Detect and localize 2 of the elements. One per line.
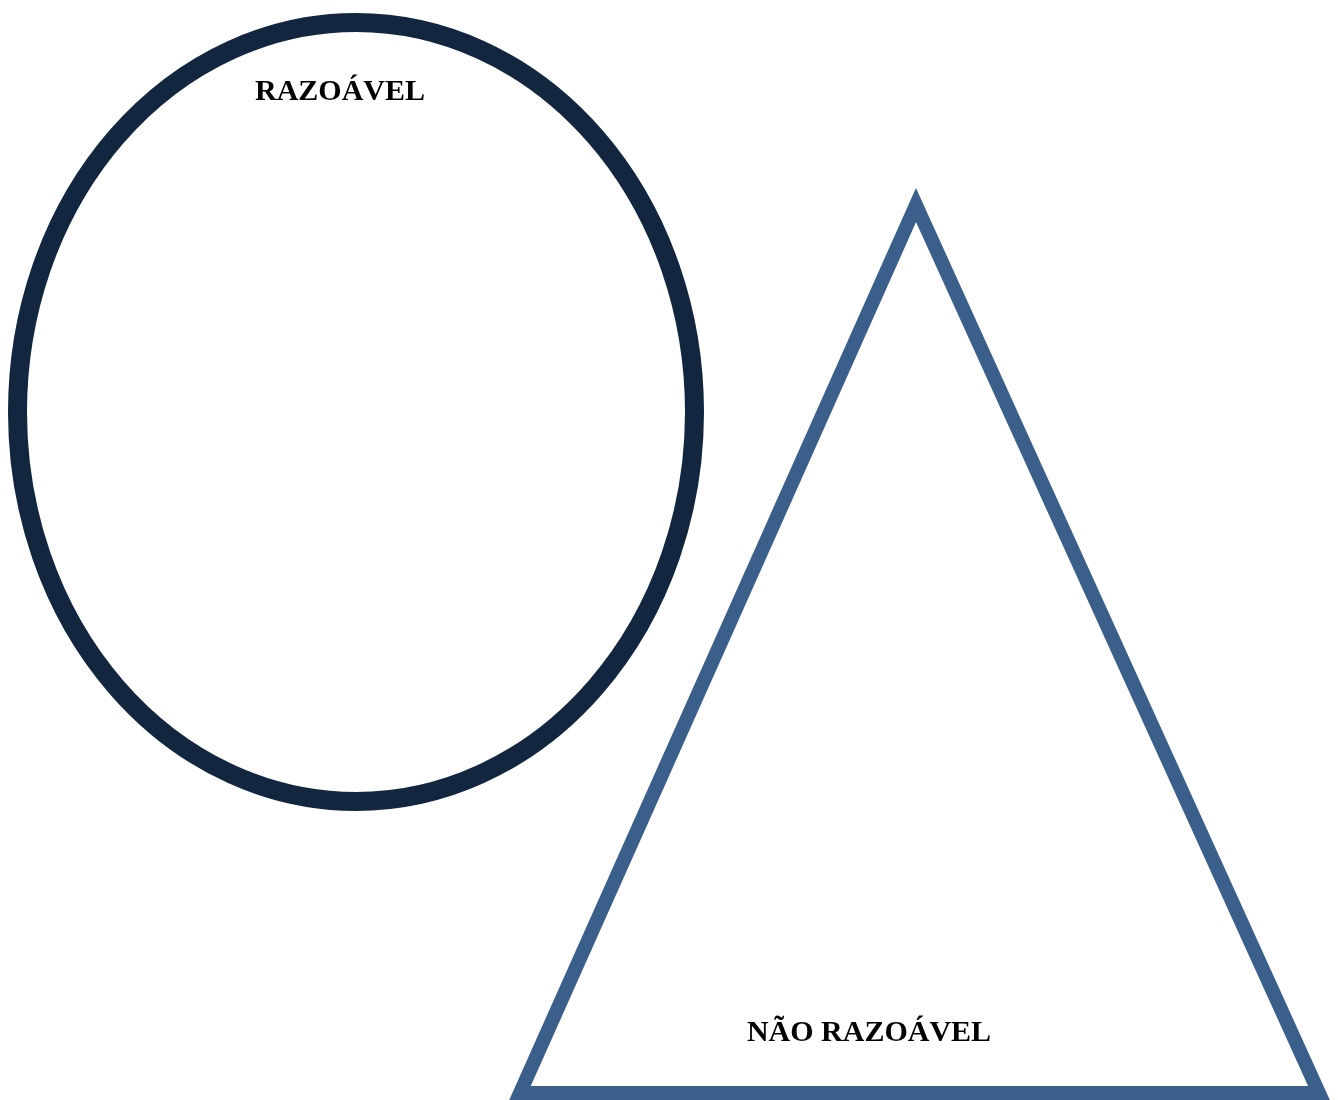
category-label: NÃO RAZOÁVEL [746,1014,992,1048]
category-label: RAZOÁVEL [255,73,425,107]
